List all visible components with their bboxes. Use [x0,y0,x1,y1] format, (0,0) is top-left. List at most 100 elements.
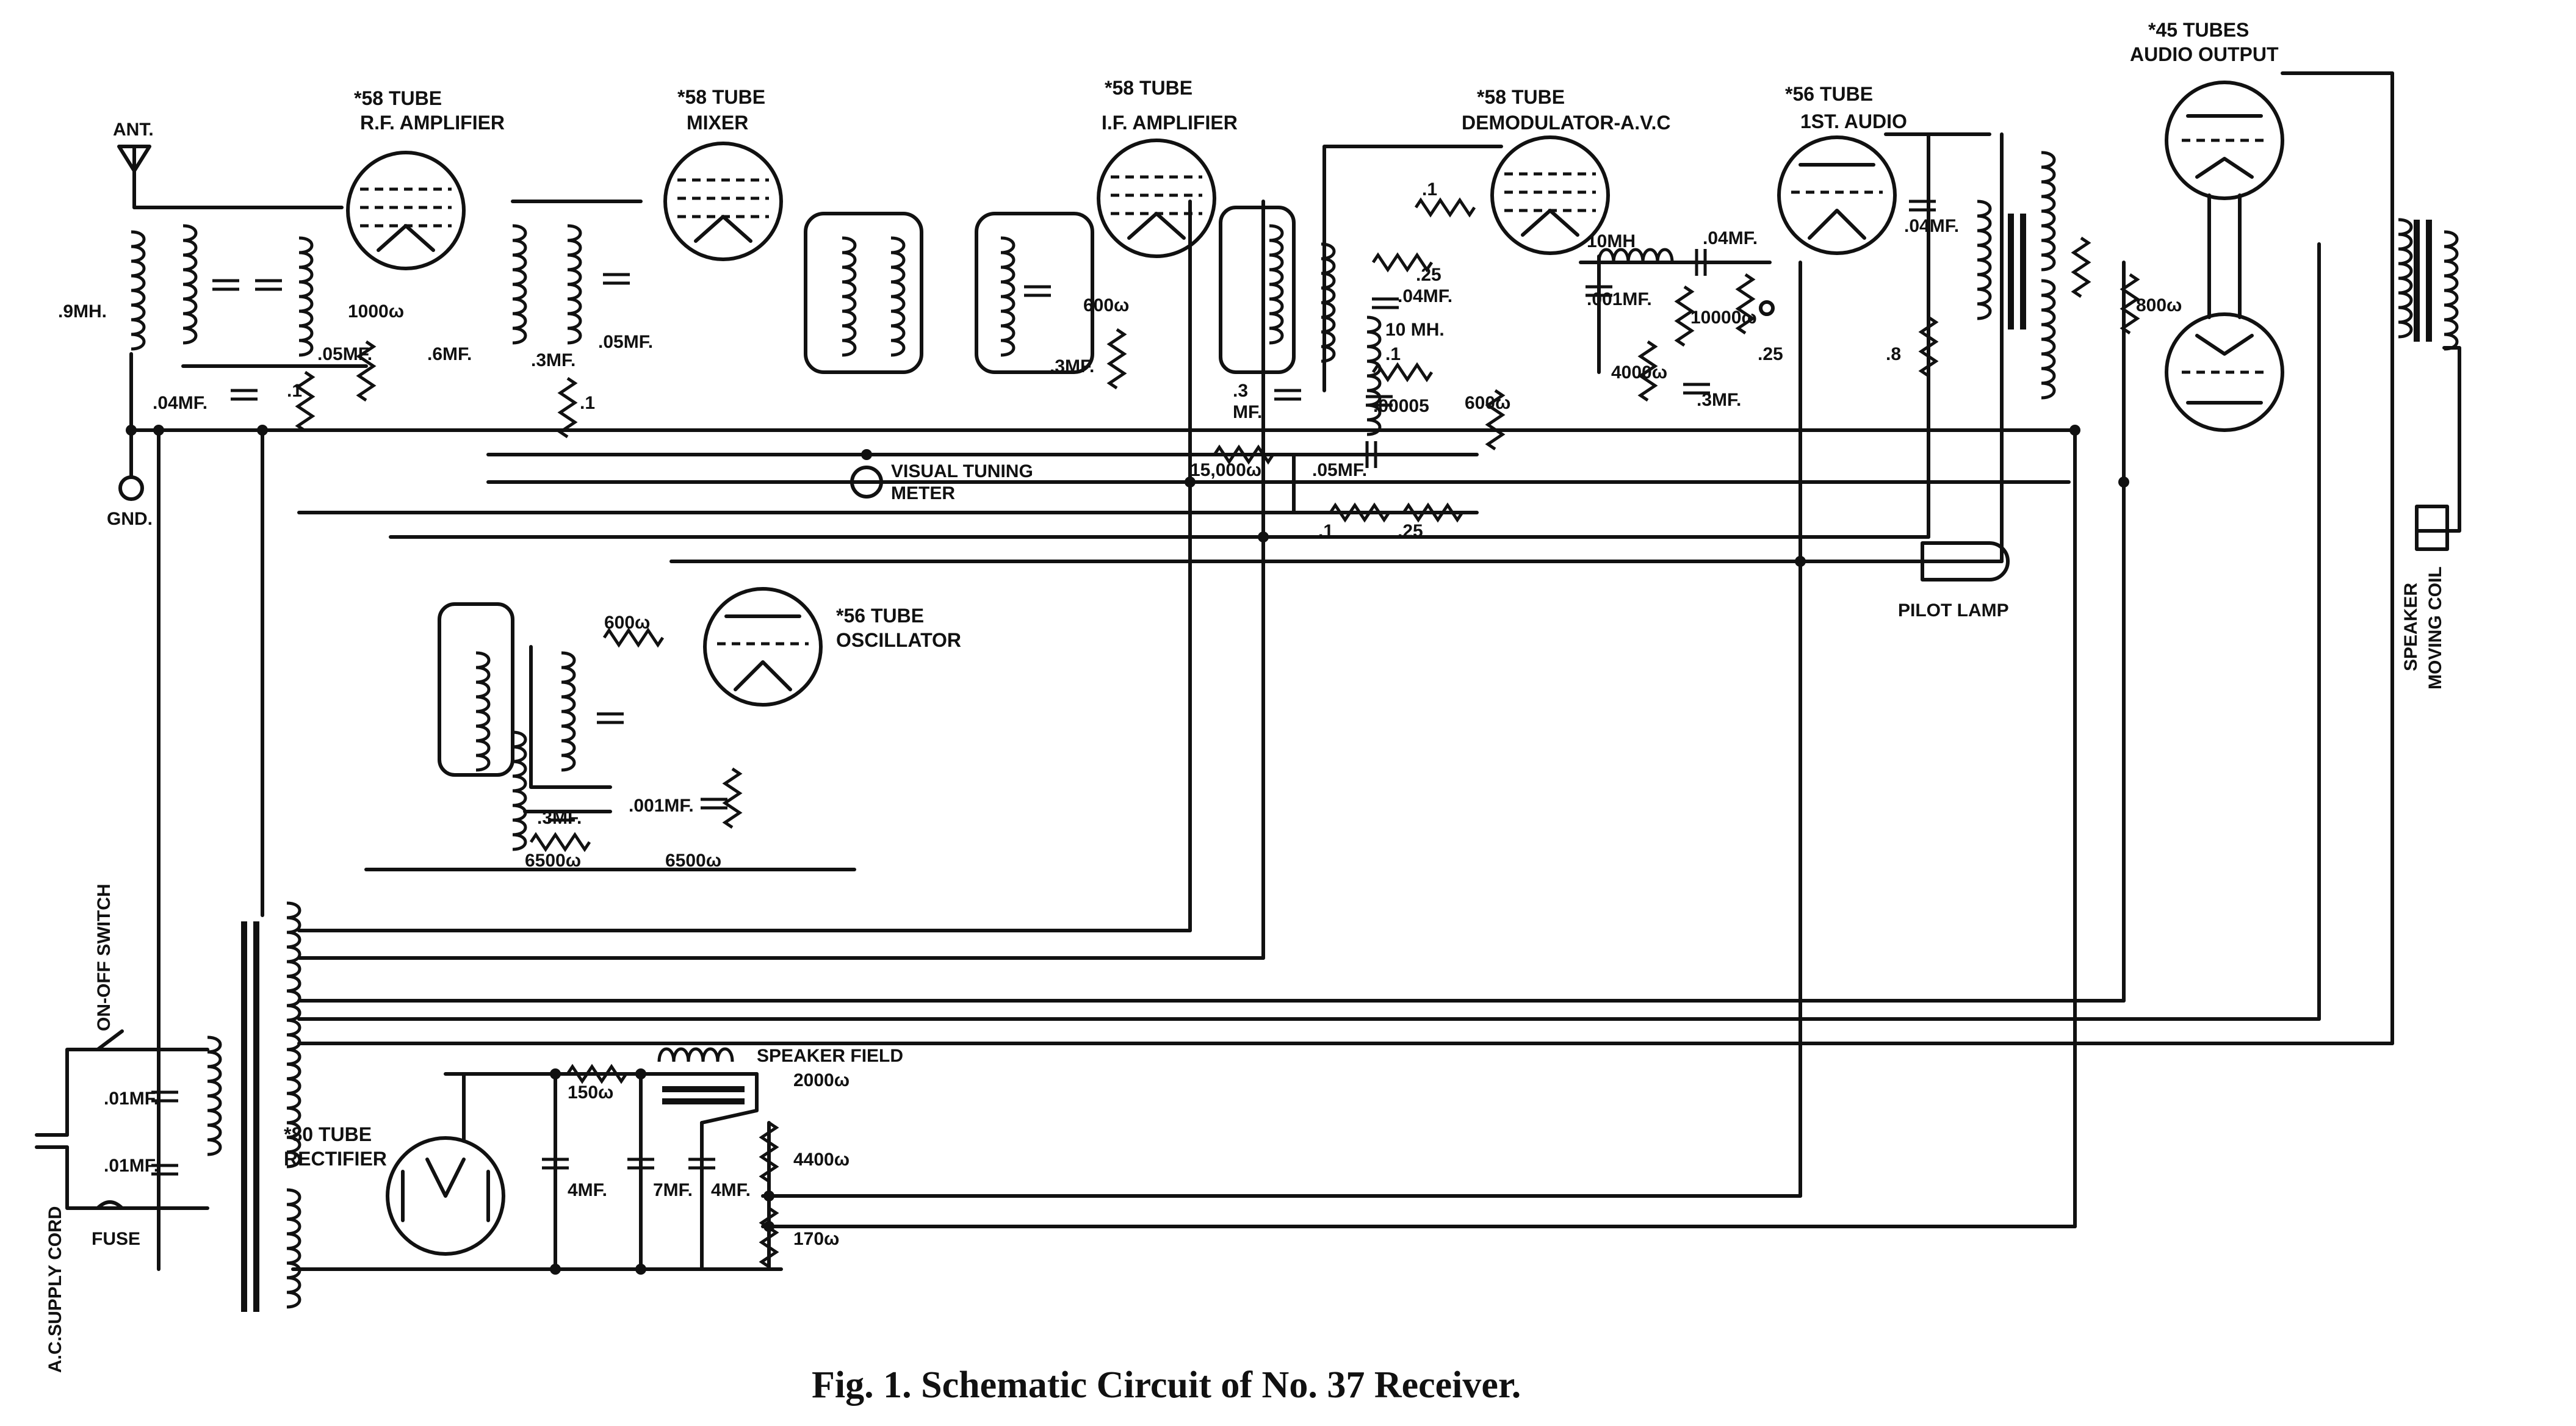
tube-mixer-type: *58 TUBE [677,86,765,108]
visual-tuning-label: VISUAL TUNING [891,461,1033,481]
value-4mf-b: 4MF. [711,1180,751,1200]
value-3-if2: .3 [1233,381,1248,401]
interstage-transformer [1884,132,2137,398]
tubes-audio-output [2165,81,2284,432]
tube-demod-role: DEMODULATOR-A.V.C [1462,112,1671,134]
value-1-rf: .1 [287,381,302,401]
figure-caption: Fig. 1. Schematic Circuit of No. 37 Rece… [812,1364,1521,1406]
value-mf: MF. [1233,402,1262,422]
value-600-if: 600ω [1083,295,1129,315]
speaker-field-value: 2000ω [793,1070,850,1090]
speaker-field-label: SPEAKER FIELD [757,1046,903,1066]
audio-coupling [1579,249,1775,400]
tube-audio1-type: *56 TUBE [1785,83,1873,105]
meter-label: METER [891,483,955,503]
value-25-c: .25 [1398,521,1423,541]
antenna [117,145,196,501]
value-3mf-if: .3MF. [1050,356,1094,376]
value-1000: 1000ω [348,301,404,322]
value-4mf-a: 4MF. [568,1180,607,1200]
speaker-label: SPEAKER [2401,583,2421,671]
if-output-transformer [1219,206,1301,399]
value-4000: 4000ω [1611,362,1667,383]
value-01mf-a: .01MF. [104,1089,159,1109]
value-15000: 15,000ω [1190,460,1261,480]
tube-oscillator [703,587,823,707]
tube-if-type: *58 TUBE [1105,77,1192,99]
if-transformers [804,212,1124,388]
value-00005: .00005 [1373,396,1429,416]
on-off-label: ON-OFF SWITCH [94,884,114,1031]
tube-demod-type: *58 TUBE [1477,86,1565,108]
ac-cord-label: A.C.SUPPLY CORD [45,1206,65,1373]
value-170: 170ω [793,1229,839,1249]
value-10000: 10000ω [1690,308,1757,328]
avc-network [1214,441,1462,520]
value-25-det: .25 [1416,265,1441,285]
pilot-lamp [1921,541,2010,582]
tube-rf-role: R.F. AMPLIFIER [360,112,505,134]
gnd-label: GND. [107,509,153,529]
value-1-mix: .1 [580,393,595,413]
tube-demodulator [1490,135,1612,374]
value-04mf-b: .04MF. [1904,216,1959,236]
fuse-label: FUSE [92,1229,140,1249]
value-600-det: 600ω [1465,393,1510,413]
value-600-osc: 600ω [604,613,650,633]
value-05mf-rf: .05MF. [317,344,372,364]
tube-rf-amplifier [346,151,466,270]
value-001mf-det: .001MF. [1587,289,1652,309]
value-7mf: 7MF. [653,1180,693,1200]
value-001mf-osc: .001MF. [629,796,694,816]
tube-rect-type: *80 TUBE [284,1123,372,1145]
value-1-det: .1 [1422,179,1437,200]
value-800: 800ω [2136,295,2182,315]
value-10mh: 10 MH. [1385,320,1445,340]
value-3mf-osc: .3MF. [537,808,582,828]
value-10mh2: 10MH [1587,231,1636,251]
tube-mixer-role: MIXER [687,112,748,134]
value-3mf-mix: .3MF. [531,350,575,370]
value-04mf-a: .04MF. [1703,228,1758,248]
ac-input [35,1048,209,1210]
ant-label: ANT. [113,120,154,140]
value-25-a: .25 [1758,344,1783,364]
value-05mf-mix: .05MF. [598,332,653,352]
moving-coil-label: MOVING COIL [2425,566,2445,690]
tube-rf-type: *58 TUBE [354,87,442,109]
tube-audio1-role: 1ST. AUDIO [1800,110,1907,132]
value-04mf-ant: .04MF. [153,393,207,413]
tube-if-role: I.F. AMPLIFIER [1102,112,1238,134]
value-6mf: .6MF. [427,344,472,364]
tube-rect-role: RECTIFIER [284,1148,387,1170]
junctions [126,425,2129,1275]
pilot-lamp-label: PILOT LAMP [1898,600,2009,621]
fuse [96,1200,124,1210]
value-05mf-c: .05MF. [1312,460,1367,480]
value-04mf-det: .04MF. [1398,286,1452,306]
tube-if-amplifier [1097,139,1216,258]
tube-osc-role: OSCILLATOR [836,629,961,651]
value-3mf-a: .3MF. [1697,390,1741,410]
oscillator-stage [438,602,740,849]
power-filter [462,1049,776,1271]
value-1-det2: .1 [1385,344,1401,364]
tube-mixer [663,142,783,261]
value-150: 150ω [568,1082,613,1103]
value-6500a: 6500ω [525,851,581,871]
on-off-switch[interactable] [96,1029,124,1051]
tube-output-type: *45 TUBES [2148,19,2249,41]
detector-network [1321,145,1503,449]
rf-input-tuning [181,206,373,431]
value-8: .8 [1886,344,1901,364]
visual-tuning-meter[interactable] [850,466,883,499]
value-01mf-b: .01MF. [104,1156,159,1176]
tube-osc-type: *56 TUBE [836,605,924,627]
mixer-stage [511,200,643,437]
power-transformer [207,903,300,1312]
value-4400: 4400ω [793,1150,850,1170]
output-transformer [2281,71,2461,551]
tube-first-audio [1777,135,1897,255]
value-9mh: .9MH. [58,301,107,322]
